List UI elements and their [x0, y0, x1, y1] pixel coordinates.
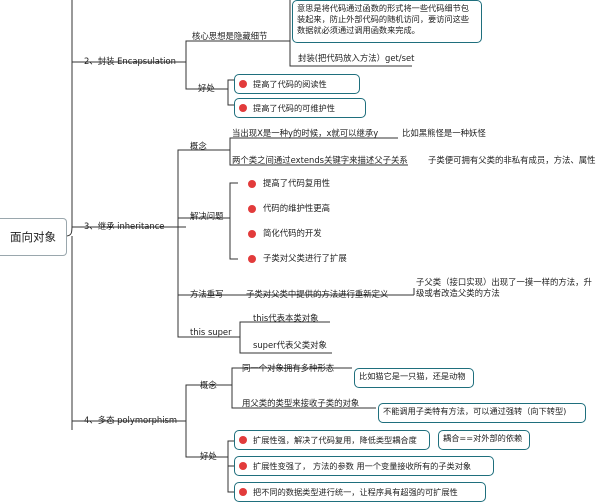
benefit-text: 扩展性强，解决了代码复用，降低类型耦合度 [253, 434, 417, 445]
encapsulation-core-label: 核心思想是隐藏细节 [192, 31, 268, 41]
inheritance-override-label: 方法重写 [190, 289, 224, 299]
bullet-dot-icon [239, 488, 247, 496]
polymorphism-concept-1-example: 比如猫它是一只猫，还是动物 [354, 368, 474, 388]
inheritance-concept-1: 当出现X是一种y的时候，x就可以继承y [232, 128, 379, 138]
inheritance-this-desc: this代表本类对象 [253, 313, 319, 323]
benefit-text: 提高了代码的阅读性 [253, 78, 327, 89]
benefit-text: 把不同的数据类型进行统一，让程序具有超强的可扩展性 [253, 486, 458, 497]
solve-item-1: 提高了代码复用性 [263, 178, 330, 188]
encapsulation-benefit-1: 提高了代码的阅读性 [234, 74, 360, 94]
solve-item-2: 代码的维护性更高 [263, 203, 330, 213]
polymorphism-benefit-1-note: 耦合==对外部的依赖 [438, 430, 530, 450]
bullet-dot-icon [248, 205, 256, 213]
polymorphism-concept-2: 用父类的类型来接收子类的对象 [242, 398, 360, 408]
solve-item-3: 简化代码的开发 [263, 228, 322, 238]
polymorphism-benefit-3: 把不同的数据类型进行统一，让程序具有超强的可扩展性 [234, 482, 486, 502]
root-node: 面向对象 [0, 218, 67, 256]
solve-item-4: 子类对父类进行了扩展 [263, 253, 347, 263]
polymorphism-benefit-label: 好处 [200, 451, 217, 461]
inheritance-solve-label: 解决问题 [190, 211, 224, 221]
inheritance-this-super-label: this super [190, 327, 232, 337]
inheritance-concept-label: 概念 [190, 141, 207, 151]
encapsulation-title: 2、封装 Encapsulation [84, 56, 176, 66]
bullet-dot-icon [248, 180, 256, 188]
encapsulation-benefit-2: 提高了代码的可维护性 [234, 98, 366, 118]
bullet-dot-icon [248, 255, 256, 263]
inheritance-override-note: 子父类（接口实现）出现了一摸一样的方法，升级或者改造父类的方法 [416, 277, 592, 298]
inheritance-concept-1-example: 比如黑熊怪是一种妖怪 [402, 128, 486, 138]
polymorphism-benefit-2: 扩展性变强了， 方法的参数 用一个变量接收所有的子类对象 [234, 456, 494, 476]
polymorphism-concept-1: 同一个对象拥有多种形态 [242, 363, 335, 373]
encapsulation-getset: 封装(把代码放入方法）get/set [298, 53, 415, 63]
inheritance-title: 3、继承 inheritance [84, 221, 165, 231]
bullet-dot-icon [239, 104, 247, 112]
inheritance-super-desc: super代表父类对象 [253, 340, 327, 350]
inheritance-concept-2: 两个类之间通过extends关键字来描述父子关系 [232, 155, 408, 165]
encapsulation-core-desc: 意思是将代码通过函数的形式将一些代码细节包装起来，防止外部代码的随机访问，要访问… [292, 0, 482, 43]
benefit-text: 扩展性变强了， 方法的参数 用一个变量接收所有的子类对象 [253, 460, 472, 471]
inheritance-concept-2-note: 子类便可拥有父类的非私有成员，方法、属性 [428, 155, 596, 165]
bullet-dot-icon [239, 80, 247, 88]
bullet-dot-icon [239, 462, 247, 470]
encapsulation-benefit-label: 好处 [198, 83, 215, 93]
bullet-dot-icon [239, 436, 247, 444]
bullet-dot-icon [248, 230, 256, 238]
inheritance-override-desc: 子类对父类中提供的方法进行重新定义 [246, 289, 389, 299]
polymorphism-concept-label: 概念 [200, 380, 217, 390]
polymorphism-title: 4、多态 polymorphism [84, 415, 178, 425]
benefit-text: 提高了代码的可维护性 [253, 102, 335, 113]
polymorphism-concept-2-note: 不能调用子类特有方法，可以通过强转（向下转型) [378, 403, 586, 423]
polymorphism-benefit-1: 扩展性强，解决了代码复用，降低类型耦合度 [234, 430, 430, 450]
